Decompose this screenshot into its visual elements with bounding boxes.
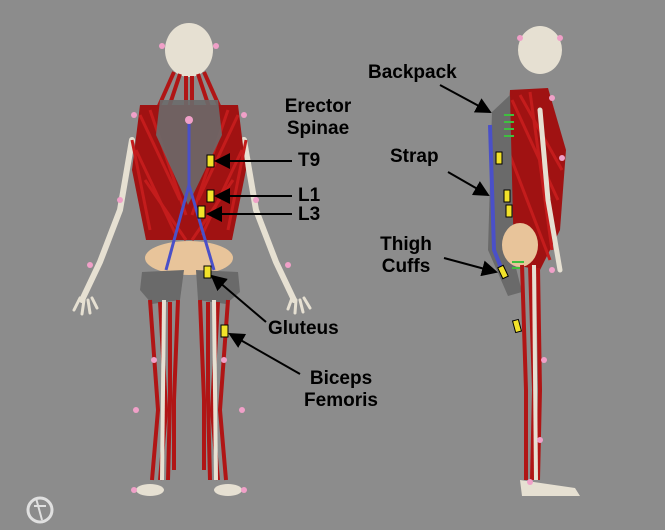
erector-spinae-label-line2: Spinae bbox=[276, 118, 360, 140]
sensor-l1 bbox=[207, 190, 214, 202]
back-view-model bbox=[74, 23, 310, 496]
arrow-backpack bbox=[440, 85, 490, 112]
biceps-femoris-label-line2: Femoris bbox=[296, 390, 386, 412]
side-view-model bbox=[488, 26, 580, 496]
backpack-label: Backpack bbox=[368, 62, 457, 84]
back-view-strap-anchor bbox=[185, 116, 193, 124]
thigh-cuffs-label-line2: Cuffs bbox=[376, 256, 436, 278]
arrow-thigh-cuffs bbox=[444, 258, 496, 272]
thigh-cuffs-label-line1: Thigh bbox=[376, 234, 436, 256]
back-view-pelvis bbox=[145, 241, 233, 275]
side-view-leg-bones bbox=[534, 265, 536, 480]
logo-icon bbox=[28, 498, 52, 522]
back-view-thigh-cuff-right bbox=[196, 270, 240, 304]
arrow-strap bbox=[448, 172, 488, 195]
back-view-skull bbox=[165, 23, 213, 77]
l3-label: L3 bbox=[298, 204, 320, 226]
t9-label: T9 bbox=[298, 150, 320, 172]
thigh-cuffs-label: Thigh Cuffs bbox=[376, 234, 436, 278]
sensor-biceps-femoris bbox=[221, 325, 228, 337]
back-view-thigh-cuff-left bbox=[140, 270, 184, 304]
erector-spinae-label: Erector Spinae bbox=[276, 96, 360, 140]
sensor-gluteus bbox=[204, 266, 211, 278]
sensor-l3 bbox=[198, 206, 205, 218]
back-view-feet bbox=[136, 484, 242, 496]
side-view-pelvis bbox=[502, 223, 538, 267]
strap-label: Strap bbox=[390, 146, 439, 168]
erector-spinae-label-line1: Erector bbox=[276, 96, 360, 118]
biceps-femoris-label: Biceps Femoris bbox=[296, 368, 386, 412]
sensor-t9 bbox=[207, 155, 214, 167]
arrow-biceps-femoris bbox=[230, 334, 300, 374]
biceps-femoris-label-line1: Biceps bbox=[296, 368, 386, 390]
gluteus-label: Gluteus bbox=[268, 318, 339, 340]
side-view-skull bbox=[518, 26, 562, 74]
